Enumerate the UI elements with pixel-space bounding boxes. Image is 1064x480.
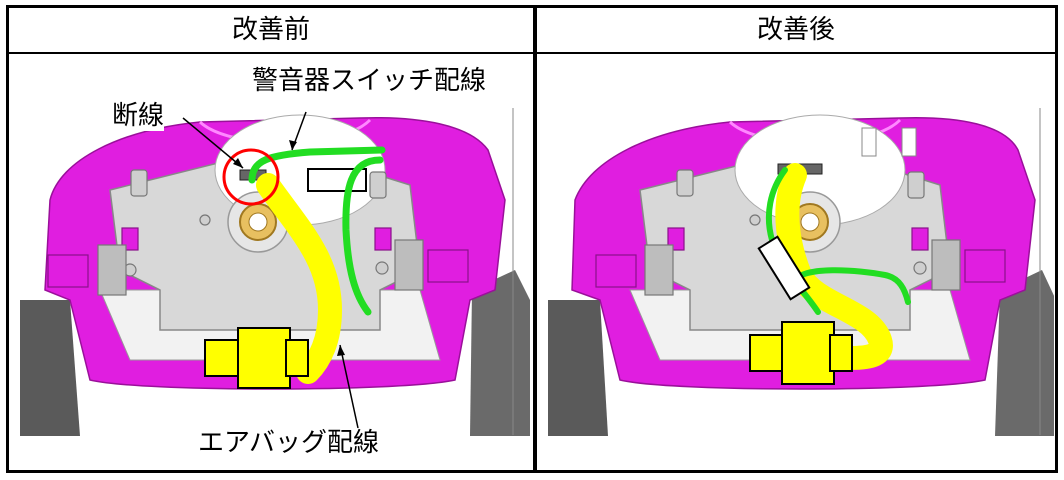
header-divider (6, 52, 1058, 54)
inflator-right (285, 339, 309, 377)
screw-hole (375, 261, 389, 275)
rim-left (20, 300, 80, 436)
leader-airbag-wiring (339, 344, 359, 429)
horn-wire-down (342, 156, 384, 316)
bolt-right (369, 171, 387, 199)
screw-hole (749, 214, 761, 226)
label-disconnect: 断線 (112, 101, 165, 131)
airbag-wire (256, 173, 343, 384)
latch-right (394, 239, 424, 291)
inflator-body (781, 321, 835, 385)
header-before: 改善前 (231, 15, 310, 45)
tab (861, 127, 877, 157)
hub-bore (248, 212, 268, 232)
latch-right (931, 239, 961, 291)
connector-right (964, 249, 1006, 283)
arrowhead (337, 345, 345, 356)
clip-right (911, 227, 929, 251)
rim-left (548, 300, 608, 436)
before-diagram (20, 108, 530, 436)
header-after: 改善後 (756, 15, 835, 45)
hub-bore (800, 212, 820, 232)
bolt-right (907, 171, 925, 199)
rim-right (470, 270, 530, 436)
leader-disconnect (182, 117, 244, 169)
label-horn-switch-wiring: 警音器スイッチ配線 (252, 66, 487, 96)
inflator-body (237, 327, 291, 389)
connector-right (427, 249, 469, 283)
disconnect-callout (222, 148, 280, 206)
horn-connector (757, 235, 811, 301)
airbag-wire (775, 163, 893, 370)
bolt-left (676, 169, 694, 197)
connector-left (595, 254, 637, 288)
connector-left (47, 254, 89, 288)
bolt-left (130, 169, 148, 197)
arrowhead (289, 140, 297, 150)
column-divider (533, 5, 537, 473)
label-airbag-wiring: エアバッグ配線 (198, 428, 379, 458)
after-diagram (548, 108, 1054, 436)
clip-right (374, 227, 392, 251)
screw-hole (913, 261, 927, 275)
tab (901, 127, 917, 157)
arrowhead (233, 158, 243, 168)
horn-wire-branch (792, 267, 911, 305)
screw-hole (199, 214, 211, 226)
rim-right (995, 270, 1054, 436)
inflator-right (829, 334, 853, 372)
latch-left (97, 244, 127, 296)
latch-left (644, 244, 674, 296)
